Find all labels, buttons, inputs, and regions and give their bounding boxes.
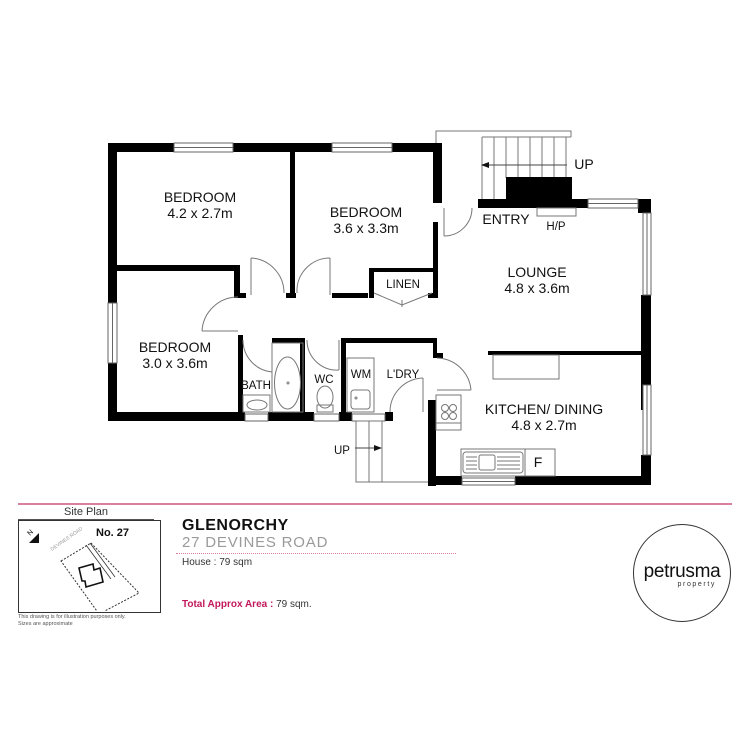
windows bbox=[107, 142, 652, 486]
house-area: House : 79 sqm bbox=[182, 557, 253, 568]
back-stairs-arrow-icon bbox=[374, 445, 382, 451]
bedroom1-size: 4.2 x 2.7m bbox=[167, 205, 232, 221]
lounge-size: 4.8 x 3.6m bbox=[504, 280, 569, 296]
bedroom2-name: BEDROOM bbox=[330, 204, 402, 220]
stairs-arrow-icon bbox=[481, 162, 489, 168]
floor-plan: UP bbox=[107, 130, 652, 486]
address-block: GLENORCHY 27 DEVINES ROAD bbox=[182, 517, 328, 551]
site-plan: N No. 27 DEVINES ROAD bbox=[18, 520, 161, 615]
petrusma-logo: petrusma property bbox=[633, 524, 731, 622]
back-stairs-up-label: UP bbox=[334, 445, 350, 457]
bedroom3-name: BEDROOM bbox=[139, 339, 211, 355]
house-footprint bbox=[78, 562, 104, 589]
north-arrow-icon bbox=[29, 533, 39, 543]
bedroom1-name: BEDROOM bbox=[164, 189, 236, 205]
bath-label: BATH bbox=[241, 380, 271, 392]
linen-label: LINEN bbox=[386, 279, 420, 291]
fireplace bbox=[506, 177, 572, 201]
entry-stairs bbox=[435, 130, 572, 199]
doors bbox=[201, 207, 473, 413]
site-plan-drawing: N No. 27 DEVINES ROAD bbox=[26, 526, 140, 615]
toilet bbox=[316, 385, 334, 409]
fixtures bbox=[242, 207, 577, 483]
fridge-label: F bbox=[534, 454, 543, 470]
entry-label: ENTRY bbox=[482, 211, 530, 227]
lounge-name: LOUNGE bbox=[507, 264, 566, 280]
stairs-up-label: UP bbox=[574, 156, 593, 172]
wc-label: WC bbox=[314, 374, 333, 386]
street-address: 27 DEVINES ROAD bbox=[182, 534, 329, 551]
wm-label: WM bbox=[351, 369, 371, 381]
kitchen-size: 4.8 x 2.7m bbox=[511, 417, 576, 433]
laundry-label: L'DRY bbox=[387, 369, 420, 381]
total-area-value: 79 sqm. bbox=[273, 599, 312, 610]
bedroom3-size: 3.0 x 3.6m bbox=[142, 355, 207, 371]
footer-divider bbox=[18, 503, 732, 505]
disclaimer: This drawing is for illustration purpose… bbox=[18, 614, 178, 628]
hp-label: H/P bbox=[546, 221, 566, 233]
bedroom2-size: 3.6 x 3.3m bbox=[333, 220, 398, 236]
basin bbox=[246, 399, 268, 411]
lot-number: No. 27 bbox=[96, 527, 129, 539]
total-area: Total Approx Area : 79 sqm. bbox=[182, 599, 312, 610]
disclaimer-line2: Sizes are approximate bbox=[18, 621, 73, 627]
suburb: GLENORCHY bbox=[182, 517, 289, 534]
north-label: N bbox=[26, 529, 35, 538]
walls bbox=[108, 143, 651, 486]
logo-sub: property bbox=[677, 581, 716, 588]
total-area-label: Total Approx Area : bbox=[182, 599, 274, 610]
kitchen-name: KITCHEN/ DINING bbox=[485, 401, 603, 417]
logo-brand: petrusma bbox=[643, 561, 721, 582]
address-divider bbox=[176, 553, 456, 554]
bathtub bbox=[274, 356, 301, 410]
site-plan-title: Site Plan bbox=[18, 505, 154, 520]
road-label: DEVINES ROAD bbox=[50, 526, 85, 553]
disclaimer-line1: This drawing is for illustration purpose… bbox=[18, 614, 126, 620]
